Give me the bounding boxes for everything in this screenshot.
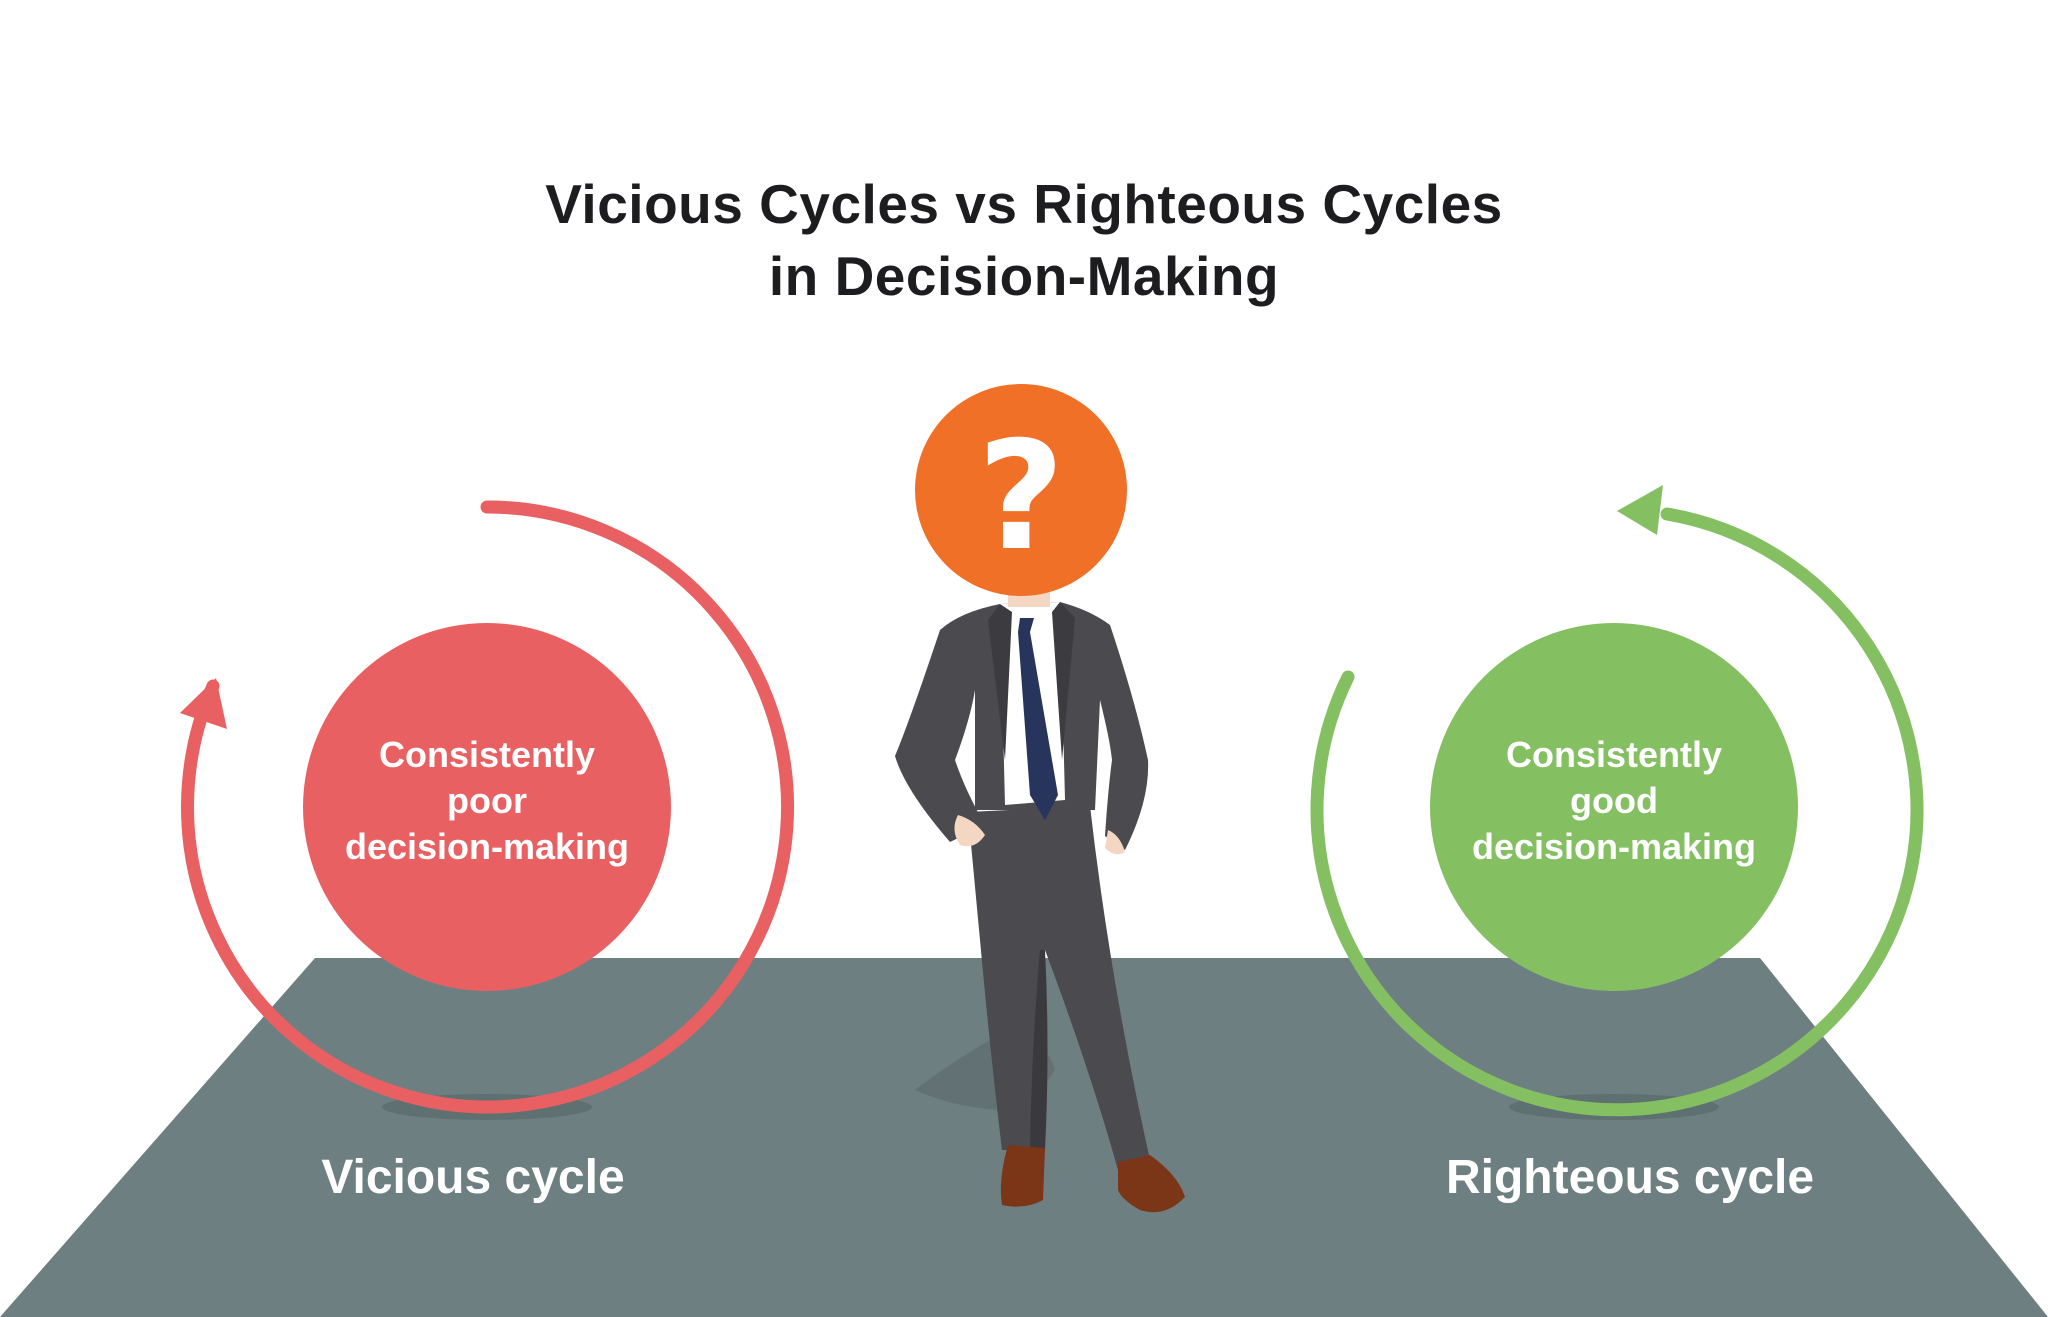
- righteous-text-line-3: decision-making: [1471, 826, 1757, 867]
- title-line-1: Vicious Cycles vs Righteous Cycles: [545, 173, 1503, 235]
- right-lapel: [1052, 602, 1075, 760]
- trousers-shade: [1030, 950, 1048, 1150]
- righteous-cycle-arrowhead: [1617, 485, 1663, 535]
- vicious-cycle-arrowhead: [180, 678, 227, 729]
- left-lapel: [988, 604, 1012, 760]
- title-line-2: in Decision-Making: [768, 245, 1280, 307]
- trousers: [968, 806, 1150, 1170]
- businessman-figure: [895, 585, 1185, 1213]
- vicious-text-line-1: Consistently: [378, 734, 596, 775]
- question-head: [915, 384, 1127, 596]
- left-hand: [954, 815, 985, 847]
- left-shoe: [1000, 1145, 1045, 1207]
- question-mark-icon: ?: [977, 410, 1064, 584]
- vicious-cycle-arc: [181, 500, 795, 1114]
- vicious-cycle-label: Vicious cycle: [321, 1151, 625, 1204]
- right-shoe: [1118, 1155, 1185, 1213]
- vicious-text-line-3: decision-making: [344, 826, 630, 867]
- righteous-text-line-1: Consistently: [1505, 734, 1723, 775]
- righteous-circle: [1430, 623, 1798, 991]
- righteous-text-line-2: good: [1570, 780, 1658, 821]
- right-hand: [1105, 830, 1125, 855]
- righteous-cycle-label: Righteous cycle: [1445, 1151, 1815, 1204]
- page-title: Vicious Cycles vs Righteous Cycles in De…: [0, 168, 2048, 312]
- necktie: [1018, 618, 1058, 820]
- vicious-circle-label: Consistently poor decision-making: [307, 732, 667, 870]
- vicious-circle: [303, 623, 671, 991]
- vicious-text-line-2: poor: [447, 780, 527, 821]
- righteous-cycle-arc: [1310, 507, 1924, 1117]
- righteous-circle-label: Consistently good decision-making: [1434, 732, 1794, 870]
